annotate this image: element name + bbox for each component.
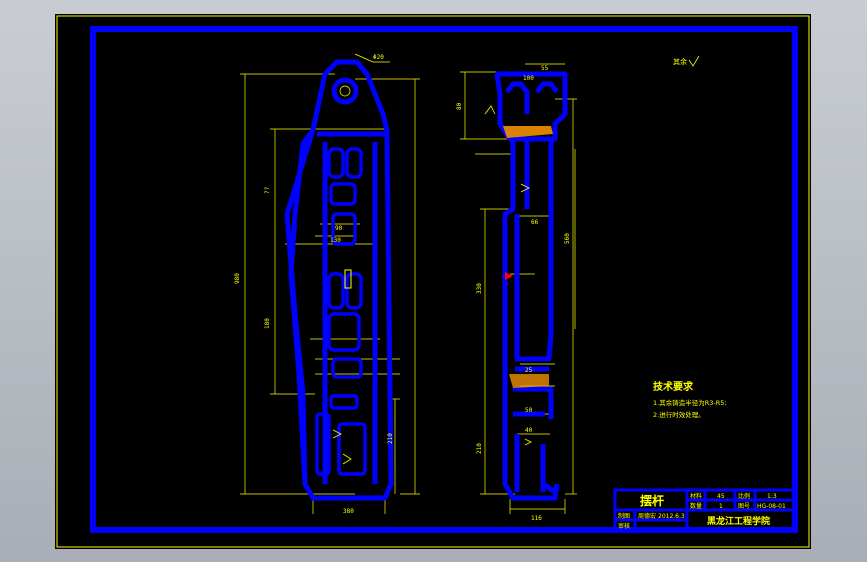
dim-side-mid: 330	[476, 283, 483, 294]
top-hole	[339, 85, 351, 97]
tech-requirement-2: 2.进行时效处理。	[653, 410, 705, 419]
dim-left-mid: 180	[264, 318, 271, 329]
drawn-label: 制图	[618, 512, 630, 520]
tech-requirements-heading: 技术要求	[653, 380, 694, 393]
tech-requirement-1: 1.其余铸造半径为R3-R5;	[653, 398, 727, 407]
drawing-sheet: 980 ?? 180 210 Φ20 130 90 380	[55, 14, 811, 549]
dim-s1: 100	[523, 75, 534, 82]
side-hatched-sections	[503, 126, 553, 388]
sheet-border	[56, 15, 810, 548]
material-label: 材料	[690, 492, 702, 500]
cad-viewport: 980 ?? 180 210 Φ20 130 90 380	[55, 14, 811, 549]
drawing-no-value: HG-08-01	[757, 503, 786, 510]
dim-s5: 40	[525, 427, 533, 434]
school-name: 黑龙江工程学院	[707, 515, 770, 527]
qty-value: 1	[719, 503, 723, 510]
drawing-frame	[90, 26, 798, 533]
top-boss	[331, 77, 359, 105]
section-marker	[505, 272, 513, 280]
canvas-background	[55, 14, 811, 549]
roughness-check-icon	[688, 55, 700, 67]
dim-top-hole: Φ20	[373, 54, 384, 61]
rib-windows	[315, 147, 367, 476]
scale-label: 比例	[738, 492, 750, 500]
dim-side-top: 80	[456, 102, 463, 110]
dim-width-b: 90	[335, 225, 343, 232]
dim-s3: 25	[525, 367, 533, 374]
dim-left-upper: ??	[264, 186, 271, 194]
dim-side-base: 116	[531, 515, 542, 522]
dim-s4: 50	[525, 407, 533, 414]
dim-bottom-w: 380	[343, 508, 354, 515]
side-view: 80 560 330 210 116 66 100 55 25 50 40	[456, 63, 577, 522]
dim-s2: 55	[541, 65, 549, 72]
qty-label: 数量	[690, 502, 702, 510]
front-outline	[284, 59, 394, 501]
roughness-note-text: 其余	[673, 57, 687, 66]
dim-left-lower: 210	[387, 433, 394, 444]
scale-value: 1:3	[767, 493, 777, 500]
dim-width-a: 130	[330, 237, 341, 244]
front-view: 980 ?? 180 210 Φ20 130 90 380	[234, 53, 420, 515]
front-roughness-marks	[332, 429, 352, 465]
drawn-name: 周德宏	[638, 512, 656, 520]
side-outline	[494, 71, 568, 501]
part-name: 摆杆	[640, 493, 664, 508]
tech-requirements: 技术要求 1.其余铸造半径为R3-R5; 2.进行时效处理。	[653, 380, 727, 419]
dim-side-bottom: 210	[476, 443, 483, 454]
check-label: 审核	[618, 522, 630, 530]
dim-side-total: 560	[564, 233, 571, 244]
title-block-grid	[613, 488, 797, 532]
material-value: 45	[717, 493, 725, 500]
drawn-date: 2012.6.3	[658, 513, 685, 520]
drawing-no-label: 图号	[738, 503, 750, 510]
side-roughness-marks	[484, 105, 532, 446]
title-block: 摆杆 材料 45 比例 1:3 数量 1 图号 HG-08-01 制图 周德宏 …	[613, 488, 797, 532]
dim-slot-w: 66	[531, 219, 539, 226]
front-detail-mark	[344, 269, 352, 289]
roughness-note: 其余	[673, 55, 700, 67]
dim-left-total: 980	[234, 273, 241, 284]
